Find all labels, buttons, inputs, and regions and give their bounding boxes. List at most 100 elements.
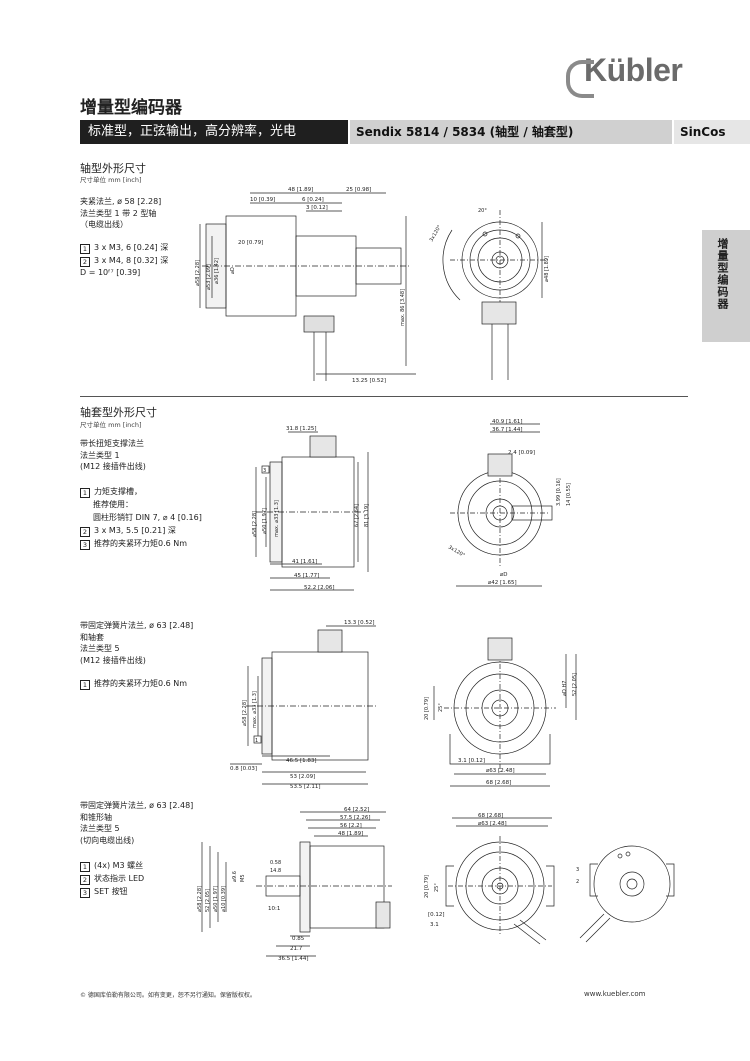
dim-label: 52 [2.05]	[205, 889, 211, 912]
dim-label: 68 [2.68]	[478, 813, 503, 819]
legend-text: 力矩支撑槽，	[94, 487, 142, 496]
legend-item: 3 推荐的夹紧环力矩0.6 Nm	[80, 538, 202, 551]
dim-label: ⌀36 [1.42]	[214, 258, 220, 284]
dim-label: ⌀9.6	[232, 871, 238, 882]
spring-side-view-drawing: 13.3 [0.52] ⌀58 [2.28] max. ⌀33 [1.3] 46…	[230, 620, 378, 790]
dim-label: 2.4 [0.09]	[508, 450, 535, 456]
dim-label: ⌀D	[230, 267, 236, 274]
shaft-desc-line: （电缆出线）	[80, 220, 128, 229]
legend-text: 3 x M4, 8 [0.32] 深	[94, 256, 169, 265]
dim-label: 48 [1.89]	[288, 187, 313, 193]
legend-text: 推荐的夹紧环力矩0.6 Nm	[94, 539, 188, 548]
callout-1: 1	[255, 738, 258, 744]
legend-item: 2 3 x M4, 8 [0.32] 深	[80, 255, 168, 268]
legend-item: 1 推荐的夹紧环力矩0.6 Nm	[80, 678, 187, 691]
dim-label: 64 [2.52]	[344, 807, 369, 813]
page-title: 增量型编码器	[80, 98, 182, 118]
legend-number: 1	[80, 680, 90, 690]
dim-label: 3x120°	[447, 545, 466, 560]
callout-3: 3	[263, 468, 266, 474]
dim-label: 13.25 [0.52]	[352, 378, 386, 384]
side-tab-label: 增量型编码器	[716, 238, 729, 310]
dim-label: 25°	[438, 703, 444, 712]
legend-item: 推荐使用：	[93, 500, 133, 509]
section-divider	[80, 396, 688, 397]
dim-label: ⌀63 [2.48]	[486, 768, 515, 774]
dim-label: 21.7	[290, 946, 303, 952]
legend-number: 2	[80, 527, 90, 537]
dim-label: 52.2 [2.06]	[304, 585, 335, 591]
header-bar-segment-description: 标准型，正弦输出，高分辨率，光电	[80, 120, 348, 144]
dim-label: 0.85	[292, 936, 305, 942]
legend-number: 1	[80, 862, 90, 872]
hollow-description: 带长扭矩支撑法兰 法兰类型 1 (M12 接插件出线)	[80, 438, 146, 473]
dim-label: 20 [0.79]	[238, 240, 263, 246]
side-category-tab[interactable]: 增量型编码器	[702, 230, 750, 342]
legend-text: (4x) M3 螺丝	[94, 861, 144, 870]
legend-text: 推荐的夹紧环力矩0.6 Nm	[94, 679, 188, 688]
dim-label: 36.5 [1.44]	[278, 956, 309, 962]
dim-label: 20 [0.79]	[424, 697, 430, 720]
dim-label: 67 [2.64]	[354, 504, 360, 527]
dim-label: 31.8 [1.25]	[286, 426, 317, 432]
legend-text: 状态指示 LED	[94, 874, 145, 883]
dim-label: 52 [2.05]	[572, 673, 578, 696]
dim-label: 41 [1.61]	[292, 559, 317, 565]
dim-label: 53.5 [2.11]	[290, 784, 321, 790]
cone-desc-line: 法兰类型 5	[80, 824, 120, 833]
legend-number: 3	[80, 888, 90, 898]
dim-label: 3.1 [0.12]	[458, 758, 485, 764]
dim-label: 6 [0.24]	[302, 197, 324, 203]
spring-desc-line: 和轴套	[80, 632, 104, 642]
dim-label: 3.99 [0.16]	[556, 478, 562, 506]
dim-label: 0.58	[270, 860, 281, 866]
dim-label: 68 [2.68]	[486, 780, 511, 786]
spring-description: 带固定弹簧片法兰, ø 63 [2.48] 和轴套 法兰类型 5 (M12 接插…	[80, 620, 193, 666]
legend-number: 1	[80, 244, 90, 254]
dim-label: 20 [0.79]	[424, 875, 430, 898]
dim-label: 14.8	[270, 868, 281, 874]
dim-label: ⌀48 [1.89]	[544, 256, 550, 282]
dim-label: 20°	[478, 208, 487, 214]
spring-desc-line: 法兰类型 5	[80, 644, 120, 653]
cone-desc-line: 和锥形轴	[80, 812, 112, 822]
dim-label: 0.8 [0.03]	[230, 766, 257, 772]
shaft-section-unit: 尺寸单位 mm [inch]	[80, 176, 142, 184]
legend-number: 2	[80, 257, 90, 267]
legend-text: 3 x M3, 6 [0.24] 深	[94, 243, 169, 252]
dim-label: 25 [0.98]	[346, 187, 371, 193]
dim-label: 48 [1.89]	[338, 831, 363, 837]
dim-label: M5	[240, 875, 246, 883]
footer-website-link[interactable]: www.kuebler.com	[584, 990, 646, 998]
dim-label: ⌀58 [2.28]	[197, 886, 203, 912]
dim-label: max. ⌀33 [1.3]	[274, 500, 280, 537]
shaft-section-title: 轴型外形尺寸	[80, 162, 146, 175]
cone-desc-line: (切向电缆出线)	[80, 835, 135, 845]
hollow-section-title: 轴套型外形尺寸	[80, 406, 157, 419]
legend-number: 3	[80, 540, 90, 550]
dim-label: ⌀53 [2.09]	[206, 264, 212, 290]
cone-front-view-drawing: 68 [2.68] ⌀63 [2.48] 20 [0.79] 25° [0.12…	[424, 813, 555, 945]
dim-label: 53 [2.09]	[290, 774, 315, 780]
dim-label: ⌀58 [2.28]	[252, 511, 258, 537]
cone-side-view-drawing: 64 [2.52] 57.5 [2.26] 56 [2.2] 48 [1.89]…	[197, 807, 392, 962]
dim-label: ⌀D	[500, 572, 508, 578]
dim-label: ⌀50 [1.97]	[213, 886, 219, 912]
hollow-desc-line: 法兰类型 1	[80, 450, 120, 460]
cone-desc-line: 带固定弹簧片法兰, ø 63 [2.48]	[80, 801, 194, 810]
legend-item: 1 (4x) M3 螺丝	[80, 860, 144, 873]
dim-label: 36.7 [1.44]	[492, 427, 523, 433]
dim-label: ⌀D H7	[562, 681, 568, 696]
shaft-front-view-drawing: 20° 3x120° ⌀48 [1.89]	[429, 208, 550, 380]
dim-label: ⌀10 [0.39]	[221, 886, 227, 912]
header-bar-segment-signal: SinCos	[674, 120, 750, 144]
legend-text: 3 x M3, 5.5 [0.21] 深	[94, 526, 176, 535]
dim-label: max. ⌀33 [1.3]	[252, 691, 258, 728]
hollow-side-view-drawing: 31.8 [1.25] ⌀58 [2.28] ⌀50 [1.97] max. ⌀…	[252, 426, 370, 591]
hollow-desc-line: (M12 接插件出线)	[80, 462, 146, 471]
